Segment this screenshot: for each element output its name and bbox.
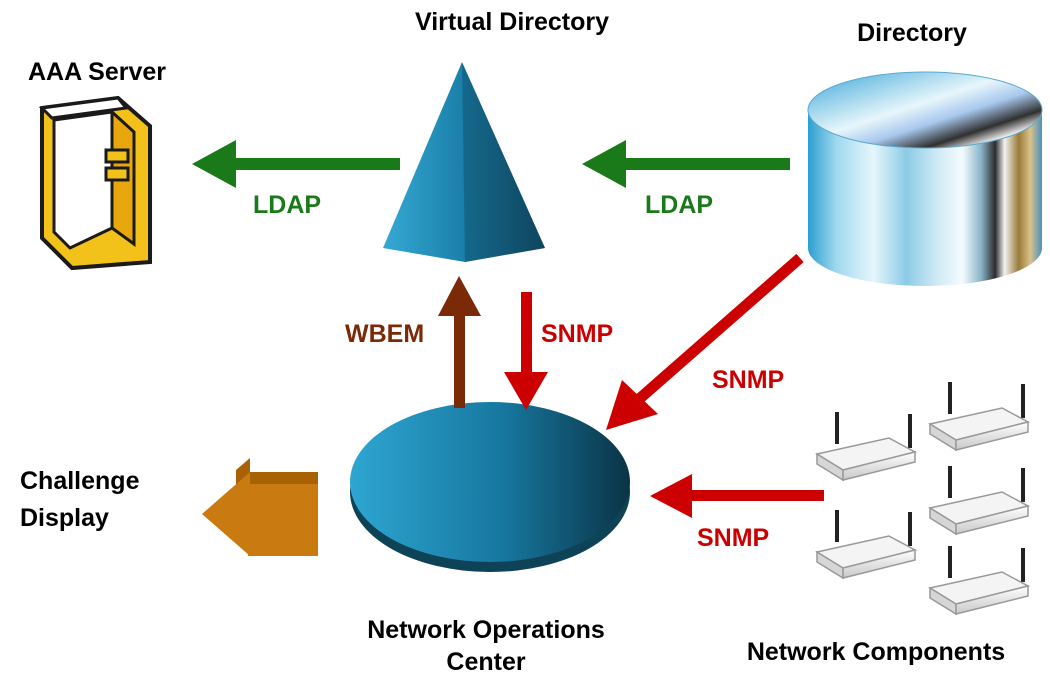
- arrow-wbem-noc-to-vd: [438, 276, 481, 408]
- challenge-display-label-line2: Display: [20, 504, 109, 532]
- arrow-ldap-vd-to-aaa: [192, 140, 400, 188]
- directory-label: Directory: [857, 19, 967, 47]
- arrow-snmp-directory-to-noc: [606, 253, 804, 430]
- edge-label-snmp-directory: SNMP: [712, 366, 785, 394]
- edge-label-snmp-components: SNMP: [697, 524, 770, 552]
- challenge-display-label-line1: Challenge: [20, 467, 140, 495]
- arrow-snmp-components-to-noc: [650, 474, 824, 518]
- edge-label-ldap-right: LDAP: [645, 191, 714, 219]
- edge-label-ldap-left: LDAP: [253, 191, 322, 219]
- edge-label-wbem: WBEM: [345, 320, 425, 348]
- wireless-router-icon: [928, 382, 1031, 452]
- virtual-directory-label: Virtual Directory: [414, 8, 610, 36]
- wireless-router-icon: [928, 546, 1031, 616]
- triangle-icon: [383, 62, 545, 262]
- cylinder-database-icon: [807, 71, 1043, 286]
- noc-label-line1: Network Operations: [367, 616, 605, 644]
- arrow-challenge-display: [202, 458, 318, 556]
- wireless-router-icon: [815, 412, 918, 482]
- server-tower-icon: [38, 95, 152, 271]
- wireless-router-icon: [815, 510, 918, 580]
- arrow-ldap-directory-to-vd: [582, 140, 790, 188]
- arrow-snmp-vd-to-noc: [504, 292, 548, 410]
- disc-icon: [350, 402, 630, 572]
- aaa-server-label: AAA Server: [27, 58, 167, 86]
- noc-label-line2: Center: [446, 648, 526, 676]
- edge-label-snmp-center: SNMP: [541, 320, 614, 348]
- wireless-router-icon: [928, 466, 1031, 536]
- network-components-label: Network Components: [746, 638, 1006, 666]
